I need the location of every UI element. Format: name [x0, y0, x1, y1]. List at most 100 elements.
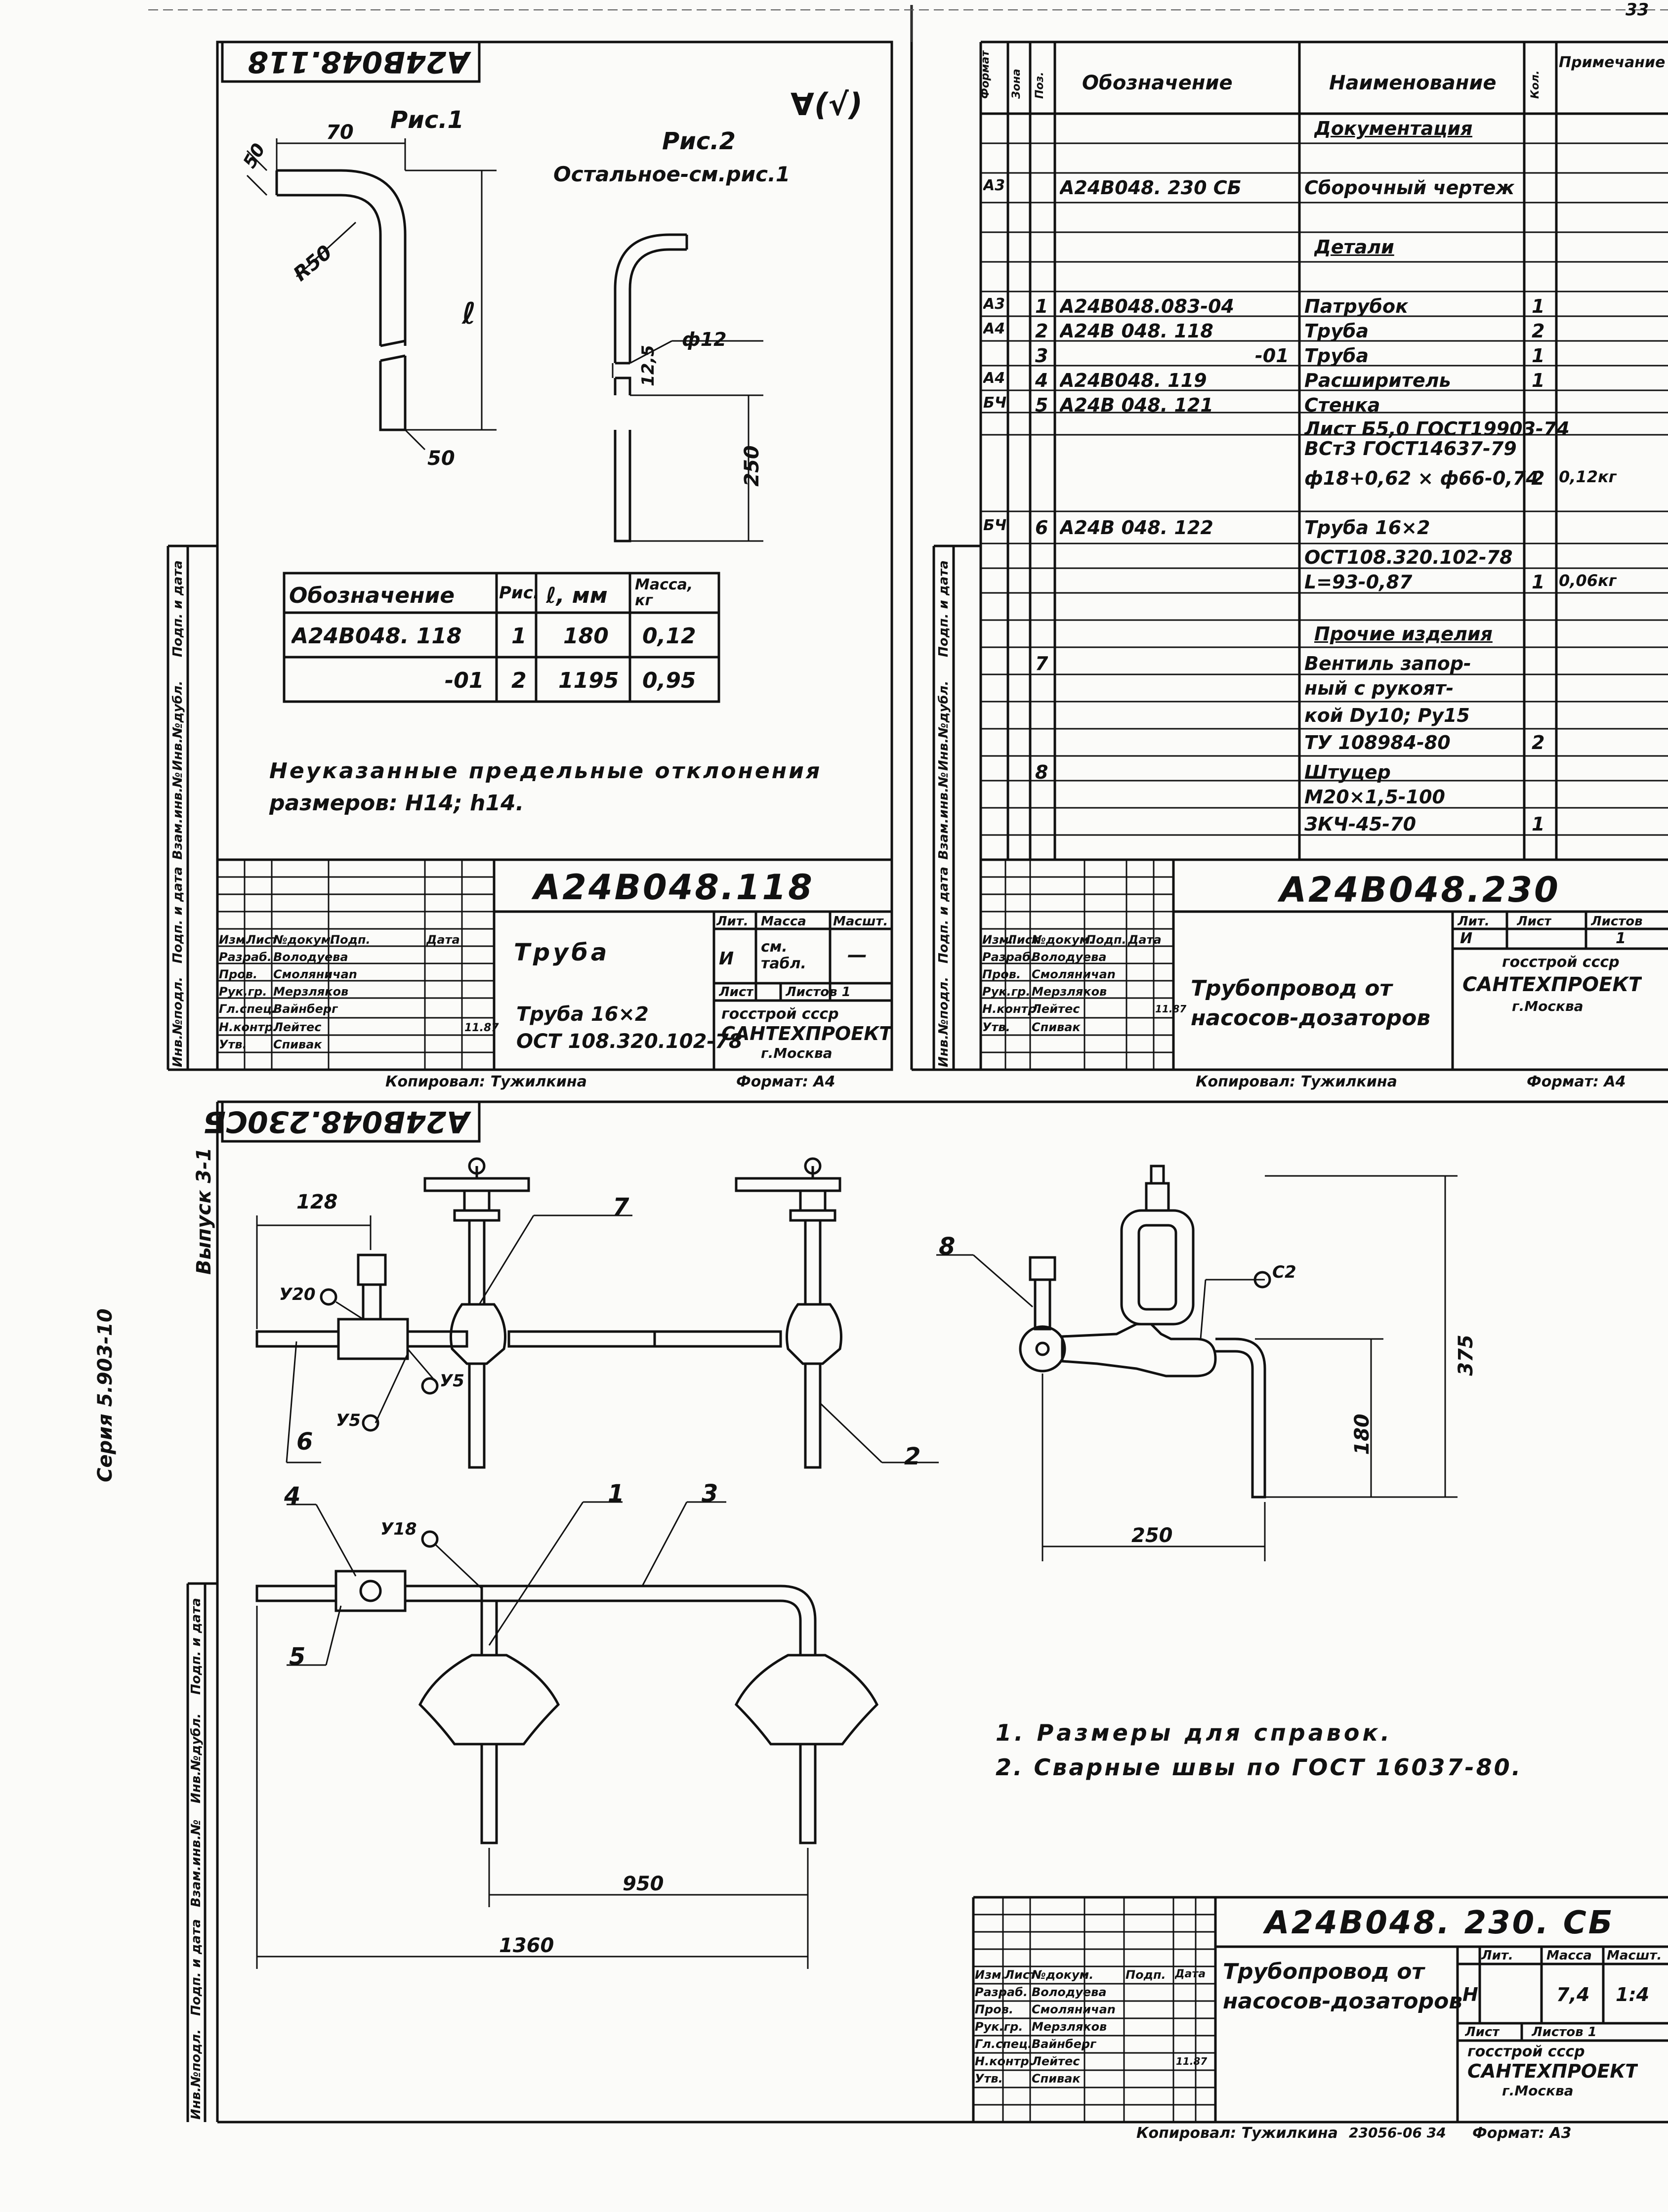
- spec-row-code: А24В 048. 121: [1060, 394, 1213, 416]
- spec-row-code: А24В 048. 118: [1060, 320, 1213, 342]
- spec-row-name: ф18+0,62 × ф66-0,74: [1304, 467, 1539, 489]
- spec-row-name: Патрубок: [1304, 295, 1408, 317]
- sheet2-signer-role: Рук.гр.: [982, 985, 1031, 999]
- sheet2-date: 11.87: [1155, 1003, 1187, 1015]
- sheet3-signer-name: Лейтес: [1032, 2054, 1080, 2068]
- table-row-1-fig: 1: [511, 624, 527, 649]
- dim-70: 70: [326, 121, 354, 144]
- stamp-inv-sheet2: Инв.№подл.: [936, 976, 951, 1067]
- dim-l: ℓ: [462, 296, 476, 331]
- spec-row-name: Документация: [1314, 118, 1473, 139]
- sheet2-role-list: Лист: [1007, 933, 1039, 947]
- sheet1-sheets-label: Листов 1: [786, 985, 851, 1000]
- sheet3-order-number: 23056-06 34: [1349, 2125, 1446, 2141]
- table-header-fig: Рис.: [499, 583, 540, 603]
- tolerance-note-line-1: Неуказанные предельные отклонения: [269, 758, 822, 784]
- weld-c2: С2: [1272, 1262, 1296, 1282]
- sheet2-signer-name: Спивак: [1032, 1020, 1081, 1034]
- sheet1-role-doc: №докум.: [273, 933, 335, 947]
- series-label: Серия 5.903-10: [94, 1308, 117, 1482]
- stamp-sign-sheet3: Подп. и дата: [189, 1919, 204, 2016]
- position-4: 4: [284, 1482, 301, 1510]
- sheet1-signer-role: Пров.: [219, 967, 258, 981]
- sheet3-lit-value: Н: [1462, 1984, 1478, 2005]
- position-5: 5: [289, 1643, 306, 1670]
- spec-row-p: 7: [1035, 653, 1048, 674]
- spec-row-name: Расширитель: [1304, 370, 1451, 391]
- table-row-2-length: 1195: [558, 668, 619, 693]
- sheet1-signer-role: Гл.спец.: [219, 1002, 276, 1016]
- spec-row-f: БЧ: [983, 394, 1007, 412]
- sheet3-signer-name: Спивак: [1032, 2072, 1081, 2086]
- spec-row-name: Детали: [1314, 236, 1394, 258]
- sheet3-org-3: г.Москва: [1502, 2083, 1574, 2099]
- spec-row-q: 1: [1532, 571, 1545, 593]
- sheet1-role-izm: Изм.: [219, 933, 250, 947]
- position-1: 1: [608, 1480, 625, 1507]
- sheet2-signer-role: Пров.: [982, 967, 1021, 981]
- dim-250: 250: [1131, 1524, 1173, 1547]
- sheet1-signer-role: Разраб.: [219, 950, 272, 964]
- spec-header-zone: Зона: [1010, 69, 1023, 99]
- sheet2-role-date: Дата: [1128, 933, 1162, 947]
- sheet2-title-name-2: насосов-дозаторов: [1191, 1005, 1431, 1031]
- sheet1-scale-header: Масшт.: [833, 914, 888, 929]
- sheet2-title-name-1: Трубопровод от: [1191, 976, 1392, 1001]
- weld-y5a: У5: [440, 1371, 464, 1391]
- spec-row-q: 1: [1532, 370, 1545, 391]
- fig1-label: Рис.1: [390, 106, 464, 134]
- sheet3-signer-role: Н.контр.: [975, 2054, 1034, 2068]
- spec-row-name: Штуцер: [1304, 761, 1391, 783]
- spec-row-f: А3: [983, 177, 1005, 194]
- sheet2-lit-value: И: [1460, 930, 1473, 947]
- sheet3-title-code: А24В048. 230. СБ: [1265, 1905, 1615, 1941]
- spec-header-qty: Кол.: [1529, 70, 1542, 99]
- table-row-2-mass: 0,95: [642, 668, 696, 693]
- sheet2-signer-role: Разраб.: [982, 950, 1035, 964]
- weld-y18: У18: [380, 1519, 417, 1539]
- spec-row-p: 6: [1035, 517, 1048, 539]
- spec-row-name: Стенка: [1304, 394, 1380, 416]
- position-2: 2: [904, 1443, 921, 1470]
- spec-row-q: 1: [1532, 813, 1545, 835]
- sheet2-signer-name: Лейтес: [1032, 1002, 1080, 1016]
- table-row-2-fig: 2: [511, 668, 527, 693]
- sheet3-sheets-label: Листов 1: [1532, 2025, 1597, 2040]
- sheet3-copied-by: Копировал: Тужилкина: [1136, 2125, 1338, 2142]
- spec-row-name: Прочие изделия: [1314, 623, 1493, 645]
- sheet3-signer-role: Пров.: [975, 2003, 1014, 2016]
- fig2-label: Рис.2: [662, 127, 736, 155]
- sheet3-mass-header: Масса: [1546, 1948, 1592, 1963]
- spec-row-name: Вентиль запор-: [1304, 653, 1471, 674]
- tolerance-note-line-2: размеров: H14; h14.: [269, 791, 524, 816]
- spec-row-q: 2: [1532, 320, 1545, 342]
- spec-row-n: 0,12кг: [1559, 467, 1617, 486]
- sheet1-title-name: Труба: [514, 939, 610, 966]
- table-row-1-mass: 0,12: [642, 624, 696, 649]
- spec-header-format: Формат: [979, 50, 992, 99]
- dim-950: 950: [623, 1873, 664, 1895]
- sheet1-signer-role: Н.контр.: [219, 1020, 278, 1034]
- sheet3-lit-header: Лит.: [1481, 1948, 1513, 1963]
- stamp-dup-sheet1: Инв.№дубл.: [170, 680, 185, 771]
- sheet3-mass-value: 7,4: [1556, 1984, 1590, 2005]
- sheet2-sheets-header: Листов: [1591, 914, 1643, 929]
- spec-row-name: Труба: [1304, 320, 1369, 342]
- note-2: 2. Сварные швы по ГОСТ 16037-80.: [996, 1754, 1523, 1781]
- fig2-note: Остальное-см.рис.1: [553, 162, 791, 186]
- sheet1-scale-value: —: [847, 944, 867, 966]
- sheet2-org-1: госстрой ссср: [1502, 954, 1620, 971]
- sheet3-signer-role: Разраб.: [975, 1985, 1028, 1999]
- stamp-inv-sheet1: Инв.№подл.: [170, 976, 185, 1067]
- spec-row-f: А4: [983, 320, 1005, 337]
- sheet2-signer-role: Утв.: [982, 1020, 1010, 1034]
- spec-header-pos: Поз.: [1034, 72, 1046, 99]
- dim-250: 250: [740, 445, 763, 487]
- dim-50b: 50: [427, 447, 455, 470]
- position-3: 3: [702, 1480, 718, 1507]
- sheet1-material-1: Труба 16×2: [516, 1003, 649, 1026]
- page-number: 33: [1626, 0, 1649, 20]
- spec-header-note: Примечание: [1559, 54, 1666, 71]
- sheet1-org-1: госстрой ссср: [721, 1005, 839, 1023]
- sheet3-code-box: А24В048.230СБ: [203, 1104, 469, 1139]
